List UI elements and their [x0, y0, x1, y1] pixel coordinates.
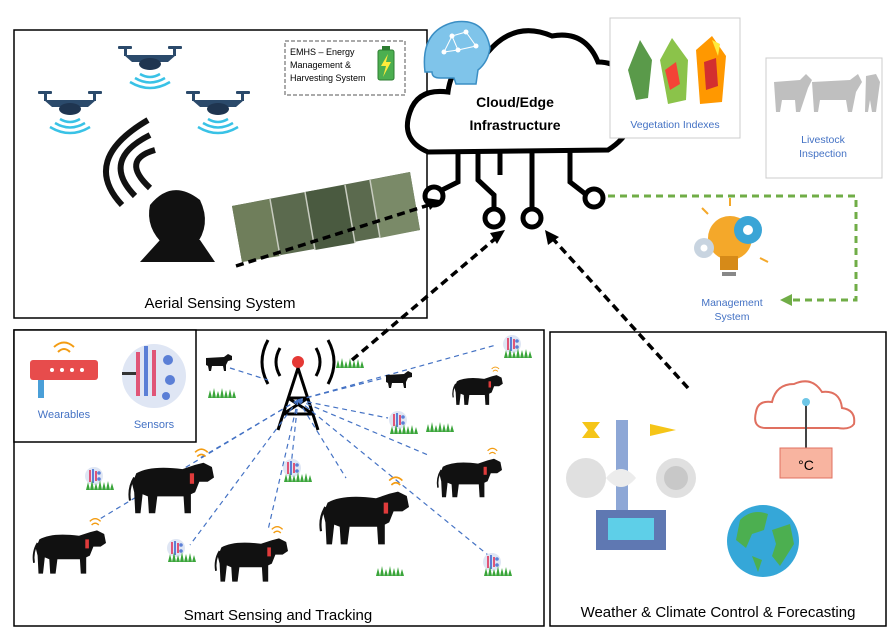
cow-icon — [386, 371, 412, 388]
weather-to-cloud-arrow — [545, 230, 690, 390]
drone-icon — [36, 89, 104, 135]
cloud-to-management-arrow — [608, 194, 858, 306]
livestock-box — [765, 57, 883, 179]
cow-icon — [452, 366, 504, 406]
globe-icon — [727, 505, 799, 577]
legend-wearables-label: Wearables — [38, 409, 91, 421]
grass-icon — [376, 566, 404, 576]
wind-vane-icon — [566, 420, 696, 550]
cow-icon — [32, 517, 107, 575]
cloud-icon — [404, 28, 635, 230]
management-label-line1: Management — [701, 297, 762, 309]
vegetation-label: Vegetation Indexes — [630, 119, 719, 131]
bulb-gear-icon — [694, 198, 769, 276]
cow-icon — [214, 525, 289, 583]
aerial-to-cloud-arrow — [235, 198, 440, 268]
weather-panel — [549, 331, 887, 627]
sensor-icon — [483, 553, 512, 576]
tower-icon — [260, 339, 336, 431]
vegetation-maps — [628, 36, 726, 104]
router-icon — [30, 341, 98, 398]
livestock-models — [774, 74, 880, 112]
legend-sensors-label: Sensors — [134, 419, 175, 431]
cloud-label-line1: Cloud/Edge — [476, 94, 554, 110]
sensor-icon — [167, 539, 196, 562]
aerial-panel-title: Aerial Sensing System — [145, 295, 296, 312]
cloud-label-line2: Infrastructure — [469, 117, 560, 133]
thermometer-cloud-icon — [754, 380, 856, 479]
brain-icon — [423, 20, 491, 85]
emhs-line2: Management & — [290, 60, 351, 70]
aerial-panel — [13, 29, 428, 319]
emhs-line1: EMHS – Energy — [290, 47, 355, 57]
cow-icon — [206, 354, 232, 371]
satellite-dish-icon — [103, 117, 215, 262]
sensor-icon — [122, 344, 186, 408]
temperature-unit: °C — [798, 457, 814, 473]
battery-icon — [377, 46, 395, 81]
smart-panel — [13, 329, 545, 627]
weather-panel-title: Weather & Climate Control & Forecasting — [581, 604, 856, 621]
livestock-label-line2: Inspection — [799, 148, 847, 160]
tower-to-cloud-arrow — [350, 230, 505, 362]
livestock-label-line1: Livestock — [801, 134, 846, 146]
drone-icon — [116, 44, 184, 90]
aerial-imagery — [232, 172, 420, 262]
grass-icon — [208, 388, 236, 398]
cow-icon — [436, 447, 503, 499]
sensor-icon — [389, 411, 418, 434]
grass-icon — [336, 358, 364, 368]
cow-icon — [319, 476, 411, 546]
grass-icon — [426, 422, 454, 432]
cow-icon — [128, 448, 216, 515]
smart-panel-title: Smart Sensing and Tracking — [184, 607, 372, 624]
emhs-line3: Harvesting System — [290, 73, 366, 83]
sensor-icon — [85, 467, 114, 490]
management-label-line2: System — [714, 311, 749, 323]
drone-icon — [184, 89, 252, 135]
sensor-icon — [283, 459, 312, 482]
sensor-icon — [503, 335, 532, 358]
